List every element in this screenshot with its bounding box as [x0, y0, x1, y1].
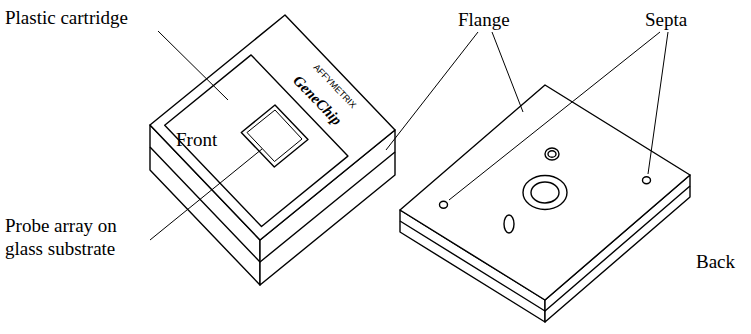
part-label: Flange	[458, 8, 510, 31]
septum	[643, 177, 651, 184]
part-label: Probe array on glass substrate	[5, 214, 150, 260]
back-cartridge	[400, 85, 690, 322]
leader-lines	[150, 31, 668, 240]
part-label: Septa	[645, 8, 687, 31]
front-cartridge	[150, 15, 395, 285]
center-port	[523, 176, 567, 210]
small-port	[545, 148, 559, 160]
view-label: Back	[696, 250, 735, 273]
slot-port	[504, 215, 514, 233]
septum	[440, 201, 448, 208]
view-label: Front	[176, 128, 217, 151]
part-label: Plastic cartridge	[5, 6, 128, 29]
